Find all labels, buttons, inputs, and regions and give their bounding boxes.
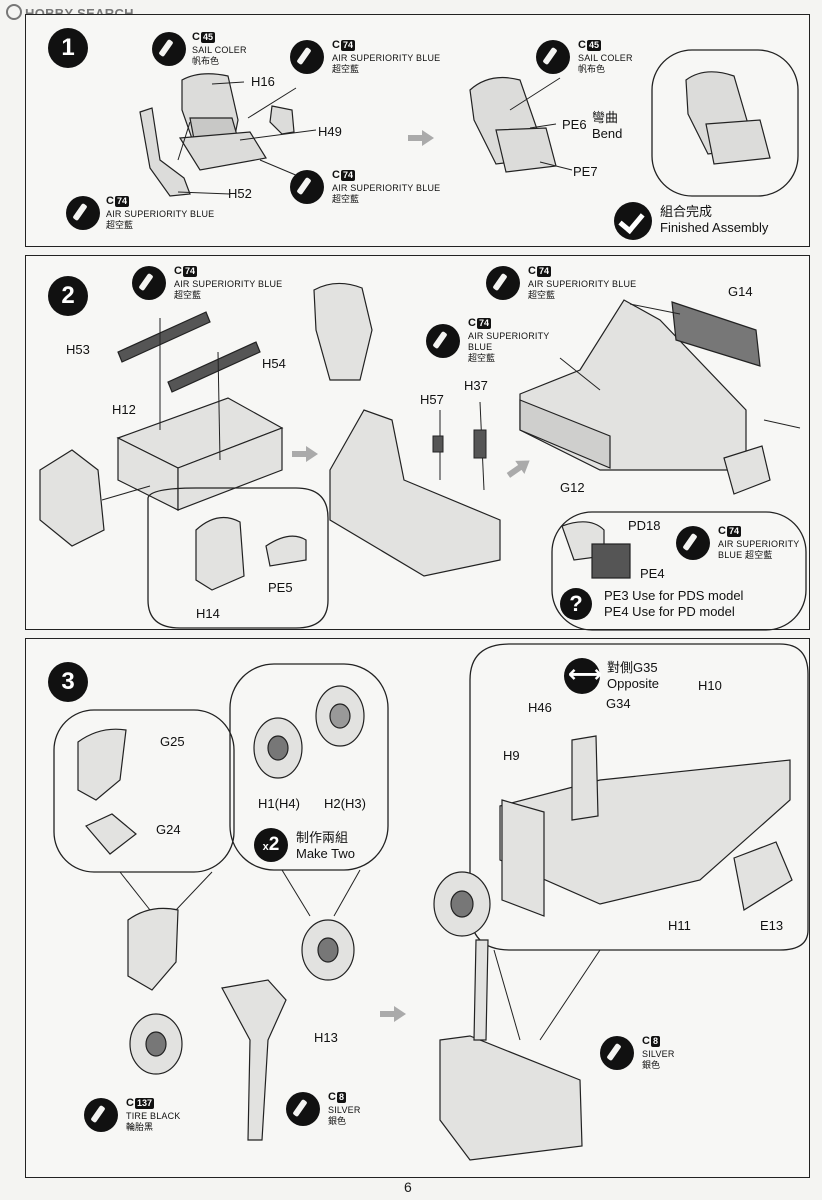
- step-1-number: 1: [48, 28, 88, 68]
- part-label: G24: [156, 822, 181, 837]
- flow-arrow-icon: [506, 460, 530, 478]
- part-label: G14: [728, 284, 753, 299]
- part-label: H54: [262, 356, 286, 371]
- paint-brush-icon: [84, 1098, 118, 1132]
- part-label: H46: [528, 700, 552, 715]
- paint-brush-icon: [536, 40, 570, 74]
- part-label: PE7: [573, 164, 598, 179]
- flow-arrow-icon: [408, 130, 434, 146]
- part-label: H1(H4): [258, 796, 300, 811]
- paint-brush-icon: [426, 324, 460, 358]
- part-label: PE6: [562, 117, 587, 132]
- flow-arrow-icon: [292, 446, 318, 462]
- paint-brush-icon: [66, 196, 100, 230]
- part-label: H57: [420, 392, 444, 407]
- paint-brush-icon: [132, 266, 166, 300]
- make-two-badge: x2: [254, 828, 288, 862]
- step-3-panel: [25, 638, 810, 1178]
- paint-brush-icon: [676, 526, 710, 560]
- part-label: PE4: [640, 566, 665, 581]
- check-icon: [614, 202, 652, 240]
- hobby-search-logo-icon: [6, 4, 22, 20]
- step-2-number: 2: [48, 276, 88, 316]
- paint-brush-icon: [486, 266, 520, 300]
- part-label: H2(H3): [324, 796, 366, 811]
- part-label: G12: [560, 480, 585, 495]
- part-label: H12: [112, 402, 136, 417]
- paint-brush-icon: [290, 40, 324, 74]
- part-label: G34: [606, 696, 631, 711]
- paint-brush-icon: [600, 1036, 634, 1070]
- part-label: H49: [318, 124, 342, 139]
- paint-brush-icon: [290, 170, 324, 204]
- part-label: H37: [464, 378, 488, 393]
- part-label: H11: [668, 918, 691, 933]
- part-label: H14: [196, 606, 220, 621]
- part-label: H53: [66, 342, 90, 357]
- part-label: H13: [314, 1030, 338, 1045]
- paint-brush-icon: [286, 1092, 320, 1126]
- swap-arrow-icon: [564, 658, 602, 694]
- part-label: G25: [160, 734, 185, 749]
- flow-arrow-icon: [380, 1006, 406, 1022]
- part-label: PE5: [268, 580, 293, 595]
- paint-brush-icon: [152, 32, 186, 66]
- step-3-number: 3: [48, 662, 88, 702]
- part-label: H52: [228, 186, 252, 201]
- page-number: 6: [404, 1179, 412, 1195]
- question-icon: ?: [560, 588, 592, 620]
- part-label: E13: [760, 918, 784, 933]
- part-label: H10: [698, 678, 722, 693]
- part-label: H16: [251, 74, 275, 89]
- part-label: PD18: [628, 518, 661, 533]
- part-label: H9: [503, 748, 520, 763]
